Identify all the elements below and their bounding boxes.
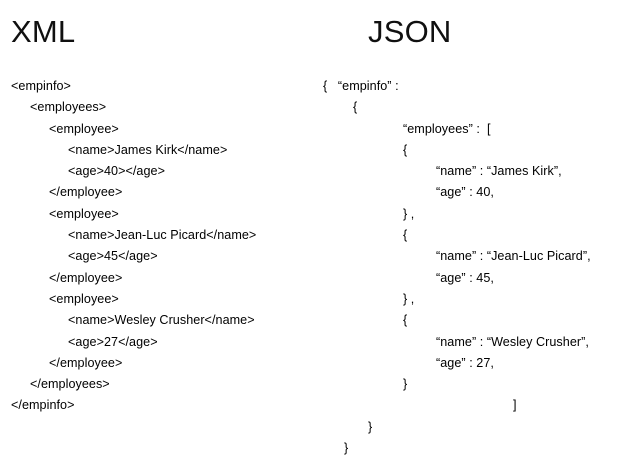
json-code-line: “name” : “James Kirk”, (436, 164, 562, 179)
xml-code-line: <name>Jean-Luc Picard</name> (68, 228, 257, 243)
json-code-line: { (403, 313, 408, 328)
xml-code-line: <age>45</age> (68, 249, 158, 264)
json-code-line: “age” : 40, (436, 185, 494, 200)
json-code-line: } (368, 419, 373, 434)
xml-column: XML <empinfo> <employees> <employee> <name>… (0, 0, 317, 453)
json-code-line: “name” : “Wesley Crusher”, (436, 334, 589, 349)
json-code-line: “name” : “Jean-Luc Picard”, (436, 249, 591, 264)
json-code-line: } (344, 441, 349, 456)
json-column-title: JSON (368, 14, 452, 49)
json-code-line: “age” : 27, (436, 355, 494, 370)
json-code-line: “age” : 45, (436, 270, 494, 285)
xml-column-title: XML (11, 14, 76, 49)
xml-code-line: <empinfo> (11, 79, 71, 93)
xml-code-line: <employee> (49, 121, 119, 136)
xml-code-line: <employee> (49, 206, 119, 221)
json-code-line: “employees” : [ (403, 121, 491, 136)
xml-code-line: <age>40></age> (68, 164, 166, 179)
json-code-line: } , (403, 291, 415, 306)
xml-code-line: <name>James Kirk</name> (68, 142, 228, 157)
json-code-line: { “empinfo” : (323, 79, 399, 93)
json-code-block: { “empinfo” : { “employees” : [ { “name” : “… (317, 76, 634, 459)
xml-code-line: <age>27</age> (68, 334, 158, 349)
json-code-line: ] (513, 398, 517, 413)
xml-code-line: <employees> (30, 100, 107, 115)
xml-code-line: <employee> (49, 291, 119, 306)
json-code-line: } (403, 377, 408, 392)
xml-code-line: </employee> (49, 185, 123, 200)
xml-code-line: </empinfo> (11, 398, 75, 413)
xml-code-line: </employee> (49, 270, 123, 285)
xml-code-block: <empinfo> <employees> <employee> <name>Jame… (0, 76, 317, 417)
xml-code-line: </employee> (49, 355, 123, 370)
json-code-line: { (403, 228, 408, 243)
xml-code-line: </employees> (30, 377, 110, 392)
xml-code-line: <name>Wesley Crusher</name> (68, 313, 255, 328)
json-column: JSON { “empinfo” : { “employees” : [ { “name… (317, 0, 634, 455)
json-code-line: } , (403, 206, 415, 221)
json-code-line: { (403, 142, 408, 157)
json-code-line: { (353, 100, 358, 115)
